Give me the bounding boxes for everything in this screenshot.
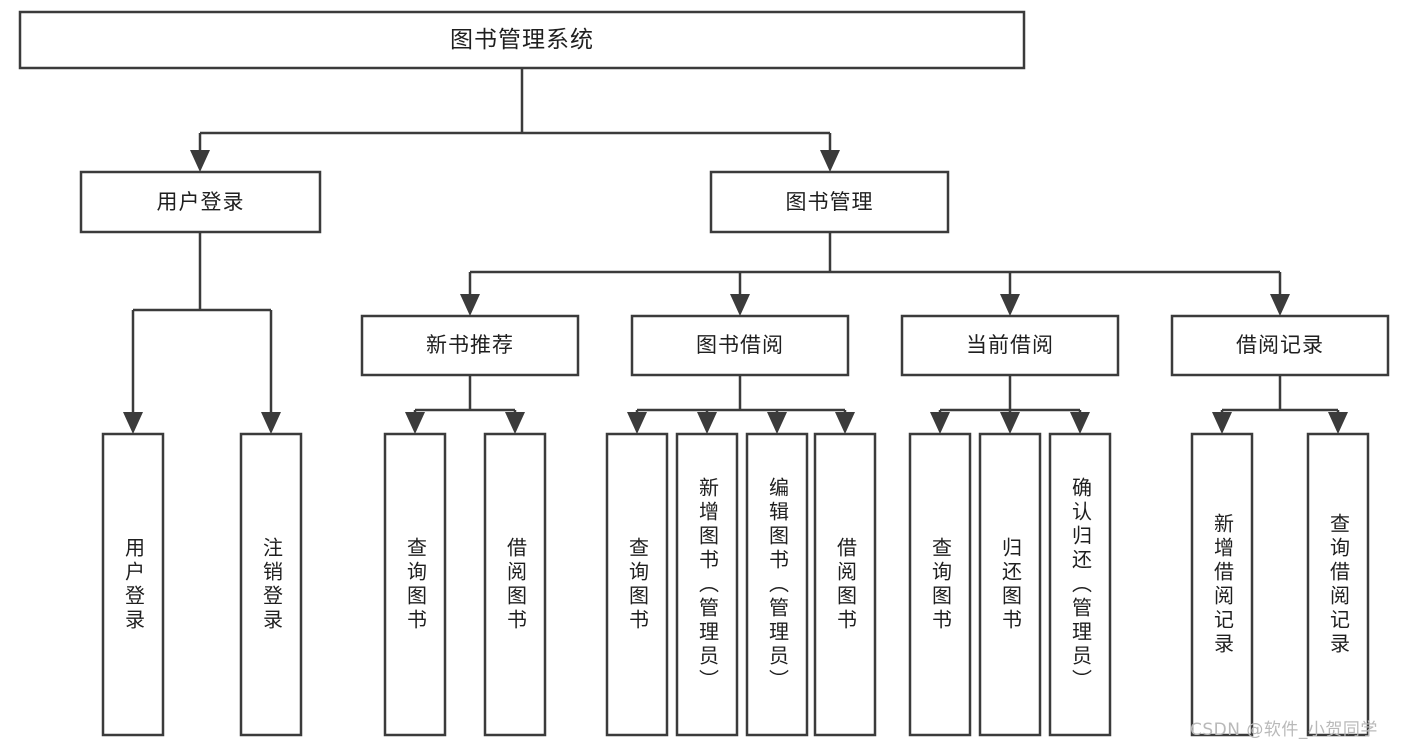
- node-box-leaf-query-book-3[interactable]: [908, 432, 972, 737]
- connector-layer: [123, 68, 1348, 434]
- node-box-leaf-user-logout[interactable]: [239, 432, 303, 737]
- node-box-leaf-borrow-book-1[interactable]: [483, 432, 547, 737]
- arrowhead-to-leaf-add-record: [1212, 412, 1232, 434]
- node-box-leaf-query-book-2[interactable]: [605, 432, 669, 737]
- edge-userlogin-bus: [131, 232, 273, 412]
- arrowhead-to-leaf-confirm-return: [1070, 412, 1090, 434]
- node-box-current-borrow[interactable]: [900, 314, 1120, 377]
- node-box-book-mgmt[interactable]: [709, 170, 950, 234]
- node-box-borrow-record[interactable]: [1170, 314, 1390, 377]
- arrowhead-to-leaf-add-book: [697, 412, 717, 434]
- arrowhead-to-leaf-borrow-book-1: [505, 412, 525, 434]
- node-box-root[interactable]: [18, 10, 1026, 70]
- node-box-new-book-rec[interactable]: [360, 314, 580, 377]
- node-box-leaf-add-book[interactable]: [675, 432, 739, 737]
- node-box-book-borrow[interactable]: [630, 314, 850, 377]
- node-box-leaf-query-book-1[interactable]: [383, 432, 447, 737]
- arrowhead-to-leaf-user-login: [123, 412, 143, 434]
- edge-currentborrow-bus: [938, 375, 1082, 414]
- arrowhead-to-leaf-query-book-1: [405, 412, 425, 434]
- node-box-leaf-return-book[interactable]: [978, 432, 1042, 737]
- edge-root-bus: [198, 68, 832, 150]
- arrowhead-to-leaf-query-book-2: [627, 412, 647, 434]
- watermark-text: CSDN @软件_小贺同学: [1190, 720, 1378, 740]
- arrowhead-to-new-book-rec: [460, 294, 480, 316]
- arrowhead-to-borrow-record: [1270, 294, 1290, 316]
- arrowhead-to-book-borrow: [730, 294, 750, 316]
- edge-bookmgmt-bus: [468, 232, 1282, 294]
- node-box-layer: [18, 10, 1390, 737]
- arrowhead-to-leaf-edit-book: [767, 412, 787, 434]
- arrowhead-to-leaf-query-book-3: [930, 412, 950, 434]
- node-box-leaf-query-record[interactable]: [1306, 432, 1370, 737]
- node-box-leaf-borrow-book-2[interactable]: [813, 432, 877, 737]
- arrowhead-to-book-mgmt: [820, 150, 840, 172]
- arrowhead-to-leaf-user-logout: [261, 412, 281, 434]
- arrowhead-to-user-login: [190, 150, 210, 172]
- arrowhead-to-leaf-return-book: [1000, 412, 1020, 434]
- arrowhead-to-leaf-query-record: [1328, 412, 1348, 434]
- node-box-leaf-user-login[interactable]: [101, 432, 165, 737]
- edge-borrowrecord-bus: [1220, 375, 1340, 414]
- edge-newbookrec-bus: [413, 375, 517, 414]
- arrowhead-to-leaf-borrow-book-2: [835, 412, 855, 434]
- node-box-leaf-confirm-return[interactable]: [1048, 432, 1112, 737]
- arrowhead-to-current-borrow: [1000, 294, 1020, 316]
- node-box-leaf-edit-book[interactable]: [745, 432, 809, 737]
- edge-bookborrow-bus: [635, 375, 847, 414]
- node-box-leaf-add-record[interactable]: [1190, 432, 1254, 737]
- node-box-user-login[interactable]: [79, 170, 322, 234]
